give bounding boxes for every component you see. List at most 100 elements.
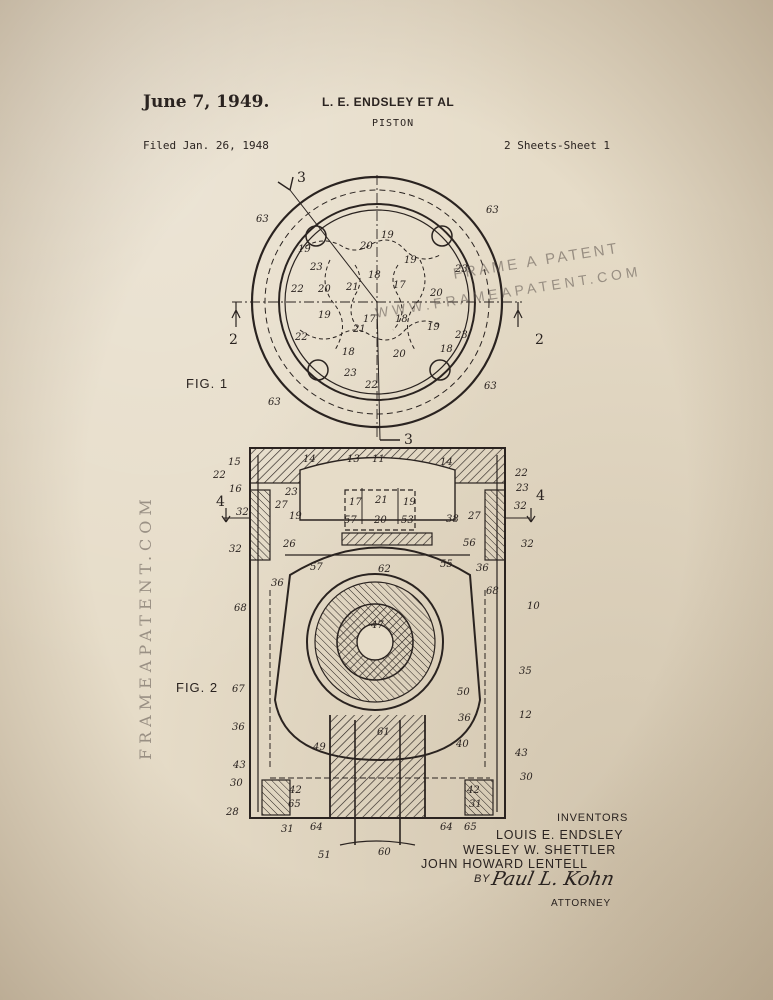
ref-numeral: 12: [519, 710, 532, 721]
section-mark-3-top: 3: [297, 170, 306, 186]
ref-numeral: 20: [429, 288, 443, 299]
ref-numeral: 32: [514, 501, 527, 512]
ref-numeral: 63: [486, 205, 499, 216]
ref-numeral: 18: [440, 344, 453, 355]
ref-numeral: 20: [317, 284, 331, 295]
inventor-name-3: JOHN HOWARD LENTELL: [421, 857, 588, 871]
ref-numeral: 57: [344, 515, 357, 526]
sheet-count: 2 Sheets-Sheet 1: [504, 139, 610, 152]
ref-numeral: 19: [298, 244, 311, 255]
ref-numeral: 14: [303, 454, 316, 465]
fig1-label: FIG. 1: [186, 376, 229, 391]
ref-numeral: 63: [256, 214, 269, 225]
ref-numeral: 42: [288, 785, 302, 796]
section-mark-2-right: 2: [535, 332, 544, 348]
ref-numeral: 10: [527, 601, 540, 612]
ref-numeral: 64: [440, 822, 453, 833]
ref-numeral: 65: [288, 799, 301, 810]
ref-numeral: 17: [393, 280, 406, 291]
ref-numeral: 13: [347, 454, 360, 465]
ref-numeral: 56: [463, 538, 476, 549]
ref-numeral: 31: [469, 799, 482, 810]
fig2-drawing: [221, 447, 536, 846]
ref-numeral: 17: [349, 497, 362, 508]
ref-numeral: 43: [232, 760, 246, 771]
ref-numeral: 22: [212, 470, 226, 481]
ref-numeral: 36: [232, 722, 245, 733]
section-mark-2-left: 2: [229, 332, 238, 348]
ref-numeral: 14: [440, 457, 453, 468]
ref-numeral: 19: [289, 511, 302, 522]
ref-numeral: 64: [310, 822, 323, 833]
ref-numeral: 22: [290, 284, 304, 295]
ref-numeral: 53: [401, 515, 414, 526]
attorney-label: ATTORNEY: [551, 898, 611, 909]
ref-numeral: 35: [519, 666, 532, 677]
fig1-drawing: [231, 175, 523, 441]
ref-numeral: 62: [378, 564, 391, 575]
ref-numeral: 23: [454, 330, 468, 341]
ref-numeral: 55: [440, 559, 453, 570]
inventors-title: INVENTORS: [557, 812, 629, 824]
ref-numeral: 20: [373, 515, 387, 526]
ref-numeral: 50: [457, 687, 470, 698]
ref-numeral: 67: [232, 684, 245, 695]
patent-subject: PISTON: [372, 118, 415, 129]
ref-numeral: 63: [268, 397, 281, 408]
ref-numeral: 23: [343, 368, 357, 379]
ref-numeral: 32: [521, 539, 534, 550]
ref-numeral: 36: [271, 578, 284, 589]
ref-numeral: 40: [455, 739, 469, 750]
filed-date: Filed Jan. 26, 1948: [143, 139, 269, 152]
ref-numeral: 32: [229, 544, 242, 555]
inventor-name-1: LOUIS E. ENDSLEY: [496, 828, 624, 842]
ref-numeral: 43: [514, 748, 528, 759]
ref-numeral: 42: [466, 785, 480, 796]
ref-numeral: 22: [514, 468, 528, 479]
ref-numeral: 19: [403, 497, 416, 508]
patent-date: June 7, 1949.: [143, 92, 270, 112]
ref-numeral: 61: [377, 727, 390, 738]
ref-numeral: 36: [476, 563, 489, 574]
ref-numeral: 21: [345, 282, 359, 293]
inventor-name-2: WESLEY W. SHETTLER: [463, 843, 617, 857]
ref-numeral: 68: [486, 586, 499, 597]
ref-numeral: 28: [225, 807, 239, 818]
ref-numeral: 26: [282, 539, 296, 550]
ref-numeral: 20: [359, 241, 373, 252]
ref-numeral: 19: [381, 230, 394, 241]
ref-numeral: 21: [374, 495, 388, 506]
ref-numeral: 27: [467, 511, 481, 522]
ref-numeral: 63: [484, 381, 497, 392]
ref-numeral: 16: [229, 484, 242, 495]
ref-numeral: 22: [294, 332, 308, 343]
section-mark-4-right: 4: [536, 488, 545, 504]
ref-numeral: 19: [404, 255, 417, 266]
ref-numeral: 18: [342, 347, 355, 358]
ref-numeral: 31: [281, 824, 294, 835]
by-label: BY: [474, 873, 491, 885]
ref-numeral: 47: [370, 620, 384, 631]
ref-numeral: 65: [464, 822, 477, 833]
ref-numeral: 11: [372, 454, 385, 465]
fig2-reference-numerals: 15 14 13 11 14 22 16 23 22 23 32 32 19 1…: [212, 454, 540, 861]
watermark-side: FRAMEAPATENT.COM: [136, 494, 155, 760]
fig2-label: FIG. 2: [176, 680, 219, 695]
ref-numeral: 30: [520, 772, 533, 783]
attorney-signature: Paul L. Kohn: [489, 868, 617, 890]
ref-numeral: 17: [363, 314, 376, 325]
fig1-reference-numerals: 63 63 63 63 19 20 19 23 18 21 17 23 22 2…: [256, 205, 499, 408]
ref-numeral: 30: [230, 778, 243, 789]
section-mark-3-bottom: 3: [404, 432, 413, 448]
ref-numeral: 15: [228, 457, 241, 468]
ref-numeral: 18: [395, 314, 408, 325]
ref-numeral: 51: [318, 850, 331, 861]
ref-numeral: 23: [284, 487, 298, 498]
ref-numeral: 20: [392, 349, 406, 360]
ref-numeral: 38: [446, 514, 459, 525]
section-mark-4-left: 4: [216, 494, 225, 510]
ref-numeral: 32: [236, 507, 249, 518]
ref-numeral: 36: [458, 713, 471, 724]
ref-numeral: 49: [312, 742, 326, 753]
